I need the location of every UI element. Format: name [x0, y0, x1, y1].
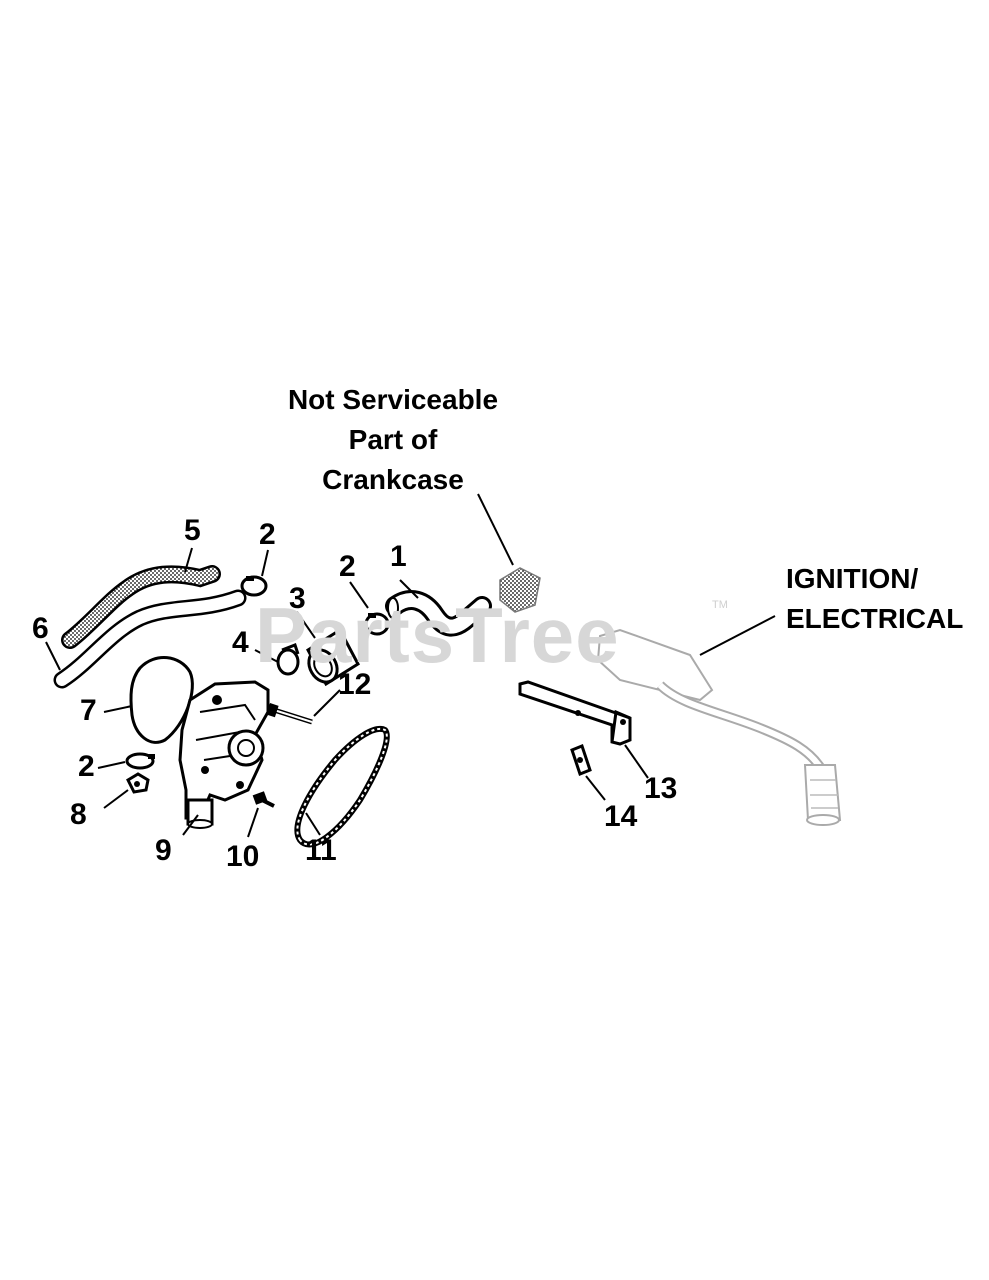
part-label-5[interactable]: 5	[184, 514, 201, 547]
clamp-part-2-top	[240, 575, 268, 597]
clip-part-14	[570, 744, 592, 776]
belt-part-11	[294, 725, 390, 848]
part-label-2-top[interactable]: 2	[259, 518, 276, 551]
pump-part-9	[178, 680, 270, 829]
callout-line-2: Part of	[348, 424, 438, 455]
fitting-part-8	[126, 772, 150, 794]
clamp-part-2-middle	[364, 612, 390, 636]
bolt-part-12	[266, 703, 313, 725]
part-label-14[interactable]: 14	[604, 800, 638, 833]
callout-ignition-electrical: IGNITION/ ELECTRICAL	[786, 559, 963, 639]
callout-line-1: Not Serviceable	[287, 384, 499, 415]
part-label-3[interactable]: 3	[289, 582, 306, 615]
part-label-12[interactable]: 12	[338, 668, 372, 701]
part-label-2-middle[interactable]: 2	[339, 550, 356, 583]
callout-line-3: Crankcase	[322, 464, 464, 495]
bolt-part-10	[252, 791, 275, 808]
part-label-6[interactable]: 6	[32, 612, 49, 645]
hose-part-1	[385, 590, 492, 637]
part-label-1[interactable]: 1	[390, 540, 407, 573]
part-label-9[interactable]: 9	[155, 834, 172, 867]
part-label-8[interactable]: 8	[70, 798, 87, 831]
part-label-7[interactable]: 7	[80, 694, 97, 727]
part-label-4[interactable]: 4	[232, 626, 249, 659]
hose-part-6	[53, 589, 247, 689]
clamp-part-2-lower	[125, 752, 155, 770]
gasket-part-7	[129, 655, 194, 744]
watermark-logo: PartsTree	[255, 591, 620, 679]
bracket-part-13	[518, 680, 632, 746]
part-label-11[interactable]: 11	[305, 834, 337, 867]
callout-not-serviceable: Not Serviceable Part of Crankcase	[266, 380, 520, 500]
part-label-13[interactable]: 13	[644, 772, 678, 805]
ignition-module	[596, 628, 842, 826]
tube-part-3	[306, 627, 360, 687]
crankcase-fitting	[499, 567, 541, 613]
part-label-2-lower[interactable]: 2	[78, 750, 95, 783]
leader-lines	[45, 493, 776, 838]
part-label-10[interactable]: 10	[226, 840, 260, 873]
watermark-trademark: TM	[712, 599, 728, 611]
callout-ignition-line-2: ELECTRICAL	[786, 603, 964, 634]
callout-ignition-line-1: IGNITION/	[786, 563, 919, 594]
hose-part-5	[61, 565, 221, 649]
